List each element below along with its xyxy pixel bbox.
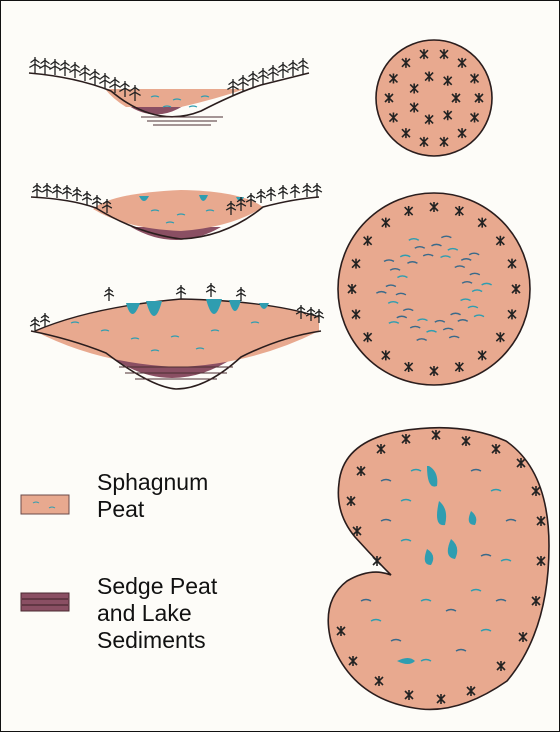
tree-icon [29, 57, 40, 73]
tree-icon [49, 59, 60, 75]
basin-peat-fill [93, 190, 263, 231]
tree-icon [247, 71, 258, 87]
tree-icon [206, 283, 216, 297]
sphagnum-peat-swatch [21, 495, 69, 514]
tree-icon [42, 183, 52, 197]
plan-view-stage-1 [376, 40, 492, 156]
tree-icon [290, 184, 300, 198]
legend-sedge-peat-label: Sedge Peat and Lake Sediments [97, 573, 217, 654]
cross-section-stage-1 [29, 73, 309, 125]
tree-icon [40, 313, 50, 327]
tree-icon [267, 65, 278, 81]
tree-icon [59, 60, 70, 76]
sedge-peat-swatch [21, 593, 69, 611]
plan-outline [376, 40, 492, 156]
tree-icon [236, 287, 246, 301]
tree-icon [287, 60, 298, 76]
tree-icon [104, 287, 114, 301]
tree-icon [62, 185, 72, 199]
tree-icon [256, 189, 266, 203]
tree-icon [277, 62, 288, 78]
plan-outline [338, 193, 530, 385]
tree-icon [257, 68, 268, 84]
tree-icon [69, 62, 80, 78]
tree-icon [302, 183, 312, 197]
tree-icon [278, 185, 288, 199]
tree-icon [312, 183, 322, 197]
tree-icon [52, 184, 62, 198]
tree-icon [79, 65, 90, 81]
tree-icon [297, 58, 308, 74]
basin-lines [141, 117, 223, 125]
basin-peat-fill [105, 89, 245, 107]
cross-section-stage-2 [31, 190, 319, 240]
tree-icon [89, 69, 100, 85]
tree-icon [237, 75, 248, 91]
tree-icon [82, 191, 92, 205]
legend-sphagnum-peat-label: Sphagnum Peat [97, 469, 208, 523]
tree-icon [72, 187, 82, 201]
tree-icon [176, 285, 186, 299]
tree-icon [266, 187, 276, 201]
tree-icon [32, 183, 42, 197]
basin-peat-fill [35, 299, 319, 367]
cross-section-stage-3 [31, 299, 321, 389]
tree-icon [39, 58, 50, 74]
plan-view-stage-2 [338, 193, 530, 385]
